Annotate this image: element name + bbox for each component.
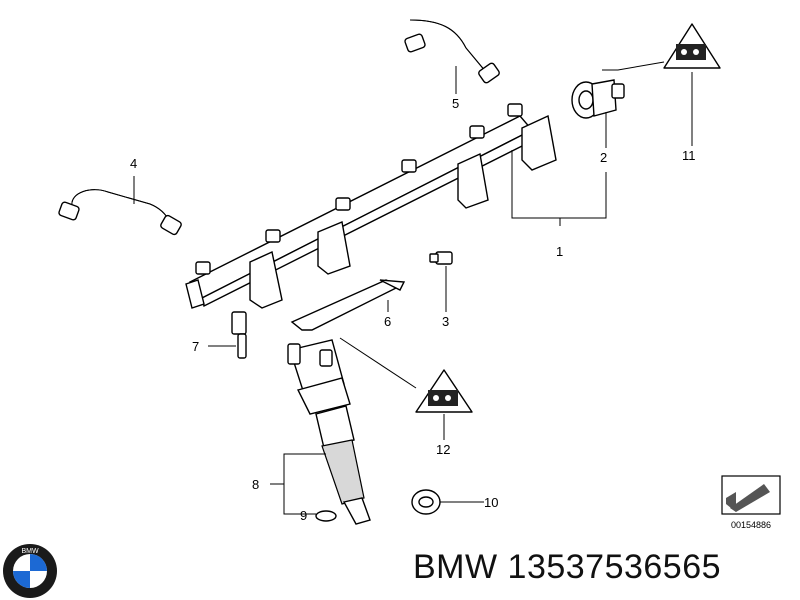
warning-label-top — [663, 23, 721, 69]
injector — [287, 339, 371, 525]
callout-numbers: 1 2 3 4 5 6 7 8 9 10 11 12 — [130, 96, 696, 523]
callout-5: 5 — [452, 96, 459, 111]
injection-line-left — [58, 189, 182, 236]
callout-11: 11 — [682, 148, 696, 163]
page-title: BMW 13537536565 — [413, 548, 722, 586]
warning-label-bottom — [415, 369, 473, 413]
callout-1: 1 — [556, 244, 563, 259]
seal-ring — [315, 510, 337, 522]
leader-lines — [133, 61, 693, 515]
bmw-logo: BMW — [3, 544, 57, 598]
rail-ports — [195, 103, 523, 275]
callout-3: 3 — [442, 314, 449, 329]
callout-6: 6 — [384, 314, 391, 329]
callout-7: 7 — [192, 339, 199, 354]
injection-line-top — [404, 19, 500, 84]
logo-text: BMW — [21, 548, 39, 555]
rail-cups — [249, 114, 557, 309]
diagram-number: 00154886 — [731, 520, 771, 530]
bolt — [429, 251, 453, 265]
callout-10: 10 — [484, 495, 498, 510]
callout-4: 4 — [130, 156, 137, 171]
callout-12: 12 — [436, 442, 450, 457]
callout-8: 8 — [252, 477, 259, 492]
diagram-id-box: 00154886 — [721, 475, 781, 530]
sensor-pin — [231, 311, 247, 359]
clamp-clip — [411, 489, 441, 515]
callout-2: 2 — [600, 150, 607, 165]
fuel-rail — [185, 103, 557, 309]
grommet — [571, 79, 625, 119]
callout-9: 9 — [300, 508, 307, 523]
bracket — [290, 279, 406, 331]
